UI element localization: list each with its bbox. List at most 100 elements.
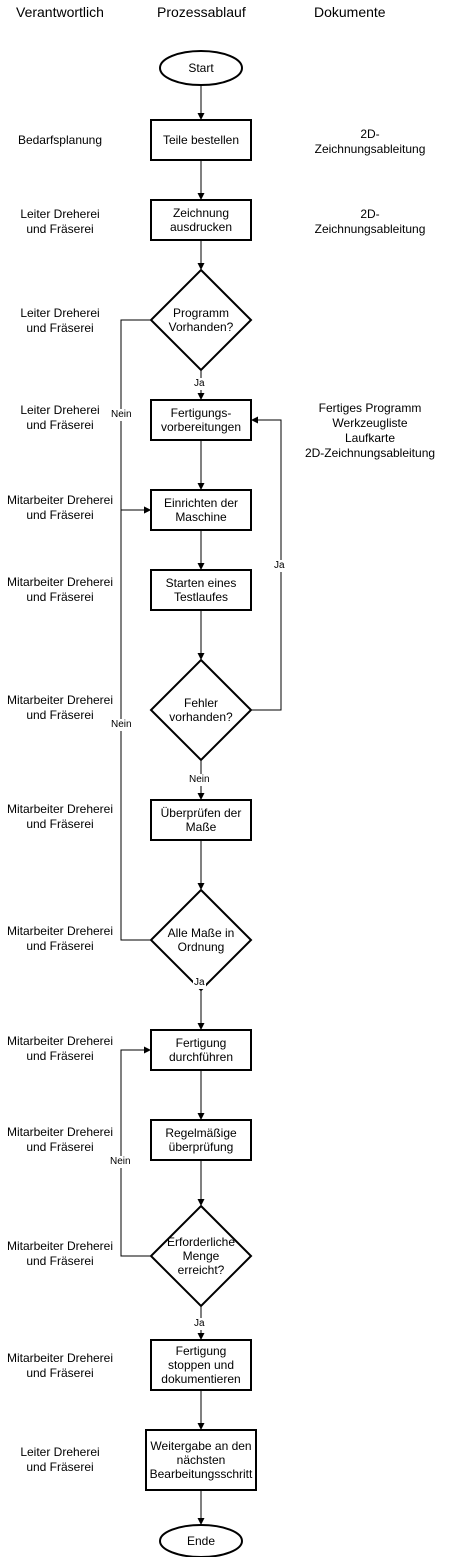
document-line: 2D-Zeichnungsableitung	[304, 446, 436, 460]
responsible-line: und Fräserei	[26, 1460, 94, 1474]
document-entry: 2D-Zeichnungsableitung	[290, 207, 450, 237]
edge-label-d4-n9: Ja	[193, 1318, 206, 1330]
node-n7-text: Fertigung	[175, 1036, 227, 1050]
responsible-line: Mitarbeiter Dreherei	[6, 1034, 114, 1048]
node-d3-diamond	[149, 888, 253, 992]
node-d1-diamond	[149, 268, 253, 372]
responsible-line: Mitarbeiter Dreherei	[6, 1125, 114, 1139]
node-n6-text: Überprüfen der	[160, 806, 242, 820]
node-n10-rect	[145, 1429, 257, 1491]
node-end-ellipse	[159, 1524, 243, 1557]
node-n3-label-box: Fertigungs-vorbereitungen	[160, 406, 242, 434]
node-d4-text: erreicht?	[177, 1263, 225, 1277]
responsible-line: Mitarbeiter Dreherei	[6, 924, 114, 938]
responsible-line: und Fräserei	[26, 1140, 94, 1154]
document-entry: 2D-Zeichnungsableitung	[290, 127, 450, 157]
header-responsible: Verantwortlich	[16, 4, 104, 20]
responsible-line: Mitarbeiter Dreherei	[6, 493, 114, 507]
node-start-ellipse	[159, 50, 243, 86]
node-n4-text: Maschine	[175, 510, 227, 524]
responsible-line: Leiter Dreherei	[20, 207, 100, 221]
edge-label-d2-n3: Ja	[273, 560, 286, 572]
document-line: Zeichnungsableitung	[314, 222, 426, 236]
responsible-line: und Fräserei	[26, 1366, 94, 1380]
node-d4-text: Menge	[182, 1249, 220, 1263]
node-n8-text: Regelmäßige	[165, 1126, 237, 1140]
node-d2-text: Fehler	[183, 696, 218, 710]
responsible-line: und Fräserei	[26, 817, 94, 831]
responsible-line: und Fräserei	[26, 508, 94, 522]
responsible-line: und Fräserei	[26, 708, 94, 722]
node-n9-rect	[150, 1339, 252, 1391]
node-d2-diamond	[149, 658, 253, 762]
node-d1-text: Vorhanden?	[168, 320, 234, 334]
responsible-line: Mitarbeiter Dreherei	[6, 693, 114, 707]
node-n4-text: Einrichten der	[163, 496, 239, 510]
node-start-label-box: Start	[188, 61, 214, 75]
node-end-text: Ende	[186, 1534, 216, 1548]
node-n8-rect	[150, 1119, 252, 1161]
edge-label-d4-n7: Nein	[109, 1156, 132, 1168]
node-n9-text: stoppen und	[167, 1358, 235, 1372]
responsible-line: Bedarfsplanung	[17, 132, 103, 147]
responsible-entry: Bedarfsplanung	[0, 133, 120, 148]
responsible-line: und Fräserei	[26, 1049, 94, 1063]
document-line: Fertiges Programm	[318, 401, 422, 415]
node-n2-text: Zeichnung	[172, 206, 230, 220]
node-d1-text: Programm	[172, 306, 229, 320]
responsible-line: und Fräserei	[26, 418, 94, 432]
node-d4-text: Erforderliche	[166, 1235, 236, 1249]
document-line: Werkzeugliste	[332, 416, 408, 430]
node-n7-text: durchführen	[168, 1050, 234, 1064]
responsible-line: und Fräserei	[26, 1254, 94, 1268]
node-d3-text: Alle Maße in	[167, 926, 235, 940]
node-n5-rect	[150, 569, 252, 611]
node-n3-text: vorbereitungen	[160, 420, 242, 434]
edge-label-d3-n7: Ja	[193, 977, 206, 989]
edge-label-d3-n4: Nein	[110, 719, 133, 731]
node-n1-text: Teile bestellen	[162, 133, 240, 147]
node-n10-text: Weitergabe an den	[150, 1439, 252, 1453]
node-start-text: Start	[188, 61, 214, 75]
edge-d4-n7	[120, 1046, 151, 1257]
node-n10-label-box: Weitergabe an dennächstenBearbeitungssch…	[150, 1439, 253, 1481]
responsible-line: Mitarbeiter Dreherei	[6, 575, 114, 589]
responsible-line: Leiter Dreherei	[20, 306, 100, 320]
header-process: Prozessablauf	[157, 4, 246, 20]
responsible-line: Mitarbeiter Dreherei	[6, 1351, 114, 1365]
responsible-line: Mitarbeiter Dreherei	[6, 802, 114, 816]
responsible-line: Leiter Dreherei	[20, 403, 100, 417]
node-n2-text: ausdrucken	[169, 220, 233, 234]
node-n3-rect	[150, 399, 252, 441]
node-n1-rect	[150, 119, 252, 161]
node-n5-text: Starten eines	[165, 576, 237, 590]
responsible-line: und Fräserei	[26, 222, 94, 236]
document-line: 2D-	[360, 127, 380, 141]
document-line: Laufkarte	[344, 431, 396, 445]
node-n4-rect	[150, 489, 252, 531]
document-line: 2D-	[360, 207, 380, 221]
node-n9-text: dokumentieren	[161, 1372, 241, 1386]
